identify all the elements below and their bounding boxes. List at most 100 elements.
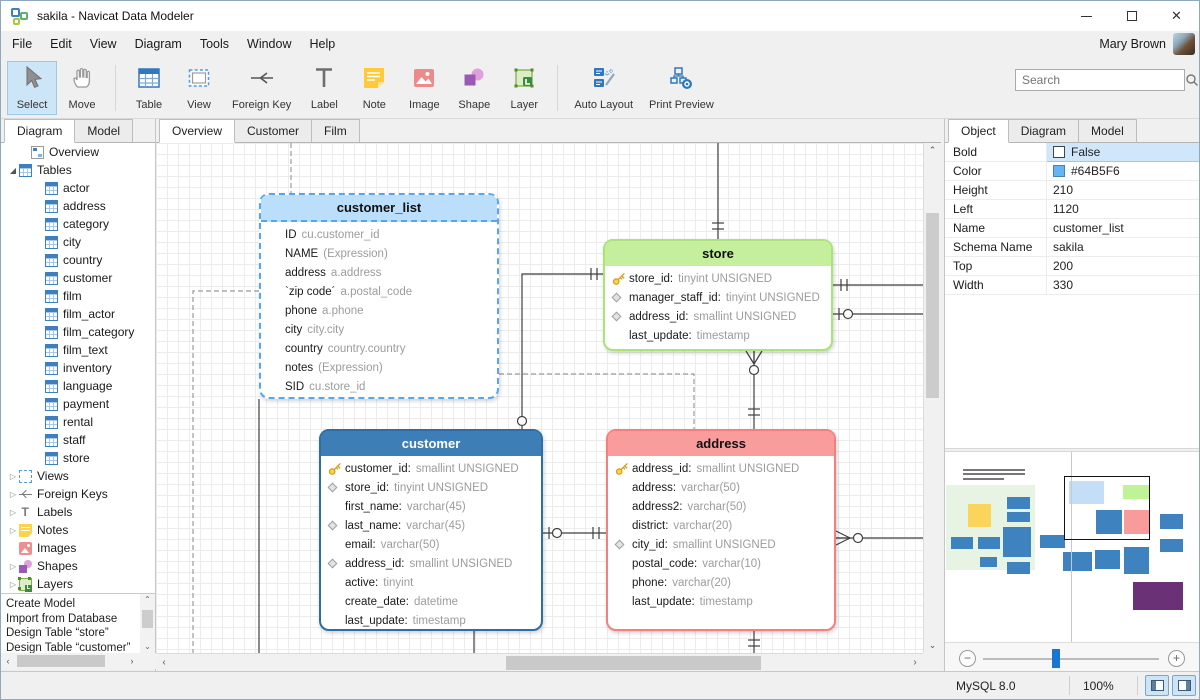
history-item[interactable]: Import from Database [6,612,118,625]
menu-window[interactable]: Window [247,37,292,51]
menu-edit[interactable]: Edit [50,37,72,51]
tree-item-category[interactable]: category [1,215,155,233]
tree-expander-icon[interactable]: ▷ [9,471,17,481]
canvas-horizontal-scrollbar[interactable]: ‹ › [156,653,923,671]
history-item[interactable]: Create Model [6,598,76,610]
zoom-in-button[interactable]: + [1168,650,1185,667]
scroll-right-icon[interactable]: › [130,656,134,666]
sidebar-tab-diagram[interactable]: Diagram [4,119,76,143]
history-vertical-scrollbar[interactable]: ⌃ ⌄ [140,594,155,653]
entity-field-row[interactable]: create_date:datetime [321,592,541,611]
note-tool-button[interactable]: Note [349,61,399,115]
tree-expander-icon[interactable]: ▷ [9,507,17,517]
entity-field-row[interactable]: store_id:tinyint UNSIGNED [321,478,541,497]
scroll-up-icon[interactable]: ⌃ [928,145,937,155]
scroll-right-icon[interactable]: › [913,657,917,668]
scroll-down-icon[interactable]: ⌄ [144,642,151,651]
entity-field-row[interactable]: postal_code:varchar(10) [608,554,834,573]
tree-item-film_text[interactable]: film_text [1,341,155,359]
search-box[interactable] [1015,69,1198,91]
sidebar-tab-model[interactable]: Model [74,119,134,142]
menu-view[interactable]: View [89,37,117,51]
toggle-right-panel-button[interactable] [1172,675,1196,696]
history-item[interactable]: Design Table “store” [6,627,109,639]
property-value[interactable]: 200 [1047,257,1199,275]
entity-title[interactable]: store [605,241,831,266]
tree-item-city[interactable]: city [1,233,155,251]
tree-item-shapes[interactable]: ▷Shapes [1,557,155,575]
tree-item-tables[interactable]: ◢Tables [1,161,155,179]
tree-item-actor[interactable]: actor [1,179,155,197]
entity-field-row[interactable]: manager_staff_id:tinyint UNSIGNED [605,288,831,307]
history-item[interactable]: Design Table “customer” [6,641,131,654]
search-input[interactable] [1016,73,1183,87]
scrollbar-thumb[interactable] [17,655,105,667]
property-value[interactable]: customer_list [1047,219,1199,237]
tree-item-overview[interactable]: Overview [1,143,155,161]
scrollbar-thumb[interactable] [142,610,153,628]
tree-expander-icon[interactable]: ▷ [9,579,17,589]
scrollbar-thumb[interactable] [506,656,761,670]
entity-field-row[interactable]: city_id:smallint UNSIGNED [608,535,834,554]
user-name[interactable]: Mary Brown [1099,37,1166,51]
tree-item-film_category[interactable]: film_category [1,323,155,341]
property-value[interactable]: 210 [1047,181,1199,199]
entity-field-row[interactable]: address2:varchar(50) [608,497,834,516]
scroll-left-icon[interactable]: ‹ [6,656,10,666]
canvas-vertical-scrollbar[interactable]: ⌃ ⌄ [923,143,941,653]
minimap[interactable] [945,452,1199,642]
tree-expander-icon[interactable]: ▷ [9,561,17,571]
zoom-out-button[interactable]: − [959,650,976,667]
layer-tool-button[interactable]: Layer [499,61,549,115]
menu-tools[interactable]: Tools [199,37,230,51]
entity-title[interactable]: customer_list [261,195,497,222]
entity-field-row[interactable]: last_update:timestamp [605,326,831,345]
tree-item-layers[interactable]: ▷Layers [1,575,155,593]
auto-layout-button[interactable]: Auto Layout [566,61,641,115]
minimize-button[interactable] [1064,1,1109,31]
properties-tab-diagram[interactable]: Diagram [1007,119,1080,142]
entity-field-row[interactable]: address_id:smallint UNSIGNED [605,307,831,326]
entity-field-row[interactable]: `zip code´a.postal_code [261,282,497,301]
zoom-slider-track[interactable] [983,658,1159,660]
diagram-tab-customer[interactable]: Customer [234,119,313,142]
entity-title[interactable]: address [608,431,834,456]
move-tool-button[interactable]: Move [57,61,107,115]
entity-field-row[interactable]: notes(Expression) [261,358,497,377]
entity-field-row[interactable]: address:varchar(50) [608,478,834,497]
tree-item-store[interactable]: store [1,449,155,467]
menu-help[interactable]: Help [309,37,336,51]
entity-field-row[interactable]: active:tinyint [321,573,541,592]
entity-field-row[interactable]: last_name:varchar(45) [321,516,541,535]
tree-item-staff[interactable]: staff [1,431,155,449]
tree-item-views[interactable]: ▷Views [1,467,155,485]
tree-item-film_actor[interactable]: film_actor [1,305,155,323]
entity-field-row[interactable]: last_update:timestamp [608,592,834,611]
view-tool-button[interactable]: View [174,61,224,115]
entity-field-row[interactable]: phone:varchar(20) [608,573,834,592]
close-button[interactable]: ✕ [1171,8,1182,23]
entity-field-row[interactable]: address_id:smallint UNSIGNED [608,459,834,478]
tree-expander-icon[interactable]: ▷ [9,489,17,499]
print-preview-button[interactable]: Print Preview [641,61,722,115]
minimap-viewport[interactable] [1064,476,1150,540]
property-value[interactable]: sakila [1047,238,1199,256]
property-value[interactable]: False [1047,143,1199,162]
scrollbar-thumb[interactable] [926,213,939,398]
toggle-left-panel-button[interactable] [1145,675,1169,696]
entity-field-row[interactable]: address_id:smallint UNSIGNED [321,554,541,573]
zoom-slider-thumb[interactable] [1051,649,1060,668]
tree-item-customer[interactable]: customer [1,269,155,287]
tree-item-language[interactable]: language [1,377,155,395]
scroll-up-icon[interactable]: ⌃ [144,595,151,604]
tree-item-country[interactable]: country [1,251,155,269]
tree-item-inventory[interactable]: inventory [1,359,155,377]
properties-tab-object[interactable]: Object [948,119,1009,143]
label-tool-button[interactable]: Label [299,61,349,115]
entity-field-row[interactable]: district:varchar(20) [608,516,834,535]
shape-tool-button[interactable]: Shape [449,61,499,115]
